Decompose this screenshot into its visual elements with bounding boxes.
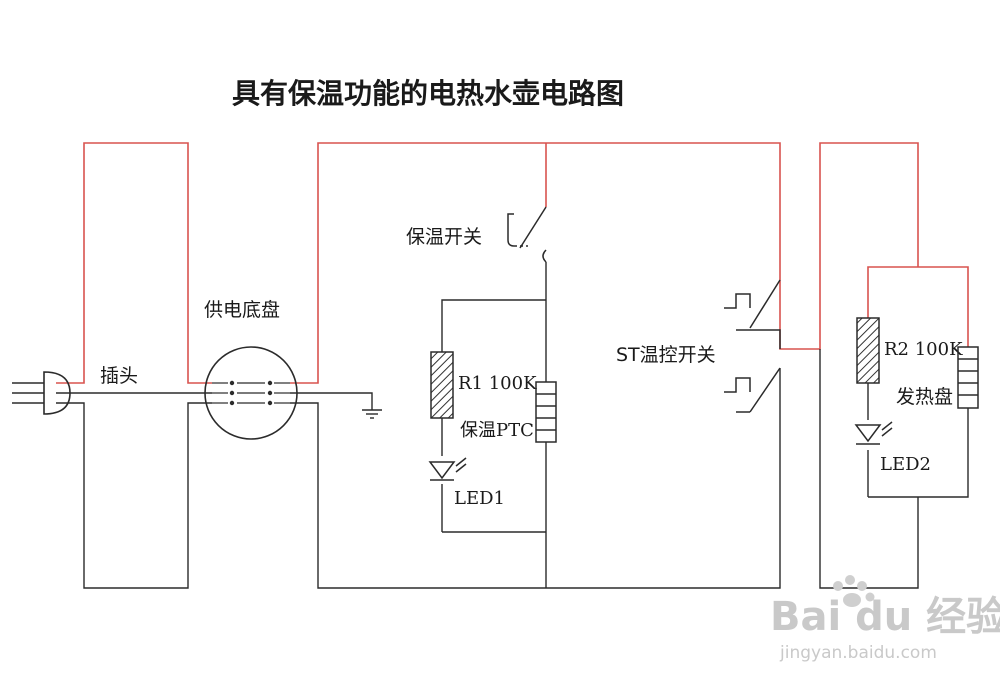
led1-symbol xyxy=(428,457,467,481)
keep-warm-switch-label: 保温开关 xyxy=(406,226,482,248)
r1-resistor xyxy=(430,351,454,419)
plug-symbol xyxy=(12,371,71,415)
keep-warm-ptc-label: 保温PTC xyxy=(460,420,534,441)
r1-label: R1 100K xyxy=(458,373,537,394)
keep-warm-ptc-symbol xyxy=(535,381,557,443)
st-switch-label: ST温控开关 xyxy=(616,344,716,366)
plug-label: 插头 xyxy=(100,365,138,387)
r2-label: R2 100K xyxy=(884,339,963,360)
power-base-symbol xyxy=(204,346,298,440)
led2-symbol xyxy=(854,421,893,445)
keep-warm-switch-symbol xyxy=(507,206,547,263)
neutral-wires xyxy=(56,262,969,589)
st-thermostat-switch-symbol xyxy=(724,279,781,413)
paw-icon xyxy=(833,575,875,607)
heater-plate-symbol xyxy=(957,346,979,409)
watermark: Bai du 经验 jingyan.baidu.com xyxy=(770,575,1000,663)
watermark-logo: Bai du 经验 xyxy=(770,594,1000,640)
live-wires xyxy=(56,142,969,384)
led2-label: LED2 xyxy=(880,454,931,475)
led1-label: LED1 xyxy=(454,488,505,509)
diagram-title: 具有保温功能的电热水壶电路图 xyxy=(232,77,624,110)
heater-label: 发热盘 xyxy=(896,386,953,408)
r2-resistor xyxy=(856,317,880,384)
power-base-label: 供电底盘 xyxy=(204,299,280,321)
watermark-url: jingyan.baidu.com xyxy=(779,643,937,663)
